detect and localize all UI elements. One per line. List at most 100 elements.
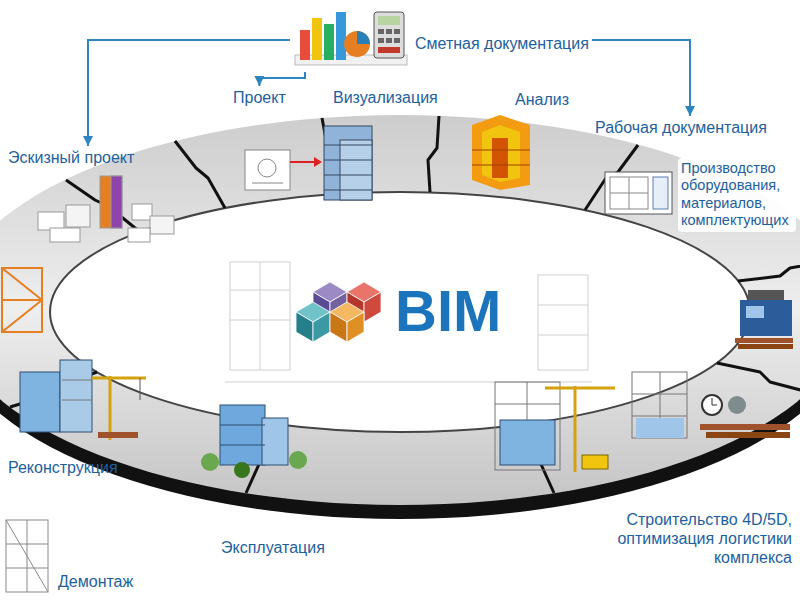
stage-label-text: Эскизный проект: [8, 148, 134, 167]
truss-bar: [2, 300, 42, 332]
frame-line: [6, 520, 48, 592]
clock-icon: [702, 395, 722, 415]
cube-face: [347, 312, 364, 342]
stage-label: Демонтаж: [55, 570, 136, 593]
massing-block: [128, 228, 150, 242]
floor-line: [324, 190, 372, 191]
chart-bar: [312, 18, 322, 60]
massing-block: [150, 216, 174, 234]
calculator-key: [394, 29, 400, 34]
massing-block: [66, 205, 90, 227]
plan-symbol: [258, 159, 276, 177]
stage-label: Строительство 4D/5D, оптимизация логисти…: [533, 508, 795, 570]
chart-bar: [324, 24, 334, 60]
stage-label: Производство оборудования, материалов, к…: [678, 158, 796, 232]
machine-part: [748, 290, 784, 300]
calculator-screen: [378, 16, 400, 25]
crane-boom: [92, 377, 146, 380]
ring-divider: [717, 363, 800, 392]
ring-hole: [50, 192, 750, 432]
floor-line: [324, 145, 372, 146]
glass-panel: [636, 418, 684, 438]
truss-structure: [2, 268, 42, 332]
chart-bar: [336, 12, 346, 60]
building: [60, 360, 92, 432]
stage-label-text: Производство оборудования, материалов, к…: [681, 160, 793, 230]
stage-label: Эскизный проект: [5, 146, 137, 169]
clock-hand: [712, 398, 713, 405]
timber-plank: [98, 432, 138, 438]
floor-line: [220, 425, 265, 426]
frame-line: [632, 372, 687, 438]
massing-block: [38, 212, 64, 230]
ring-band: [0, 115, 800, 505]
stage-label: Рабочая документация: [592, 116, 770, 139]
truss-bar: [2, 299, 42, 301]
demolition-frame: [6, 520, 48, 592]
sketch-line: [538, 335, 588, 336]
stage-label-text: Проект: [233, 88, 286, 107]
bim-cubes: [296, 282, 381, 342]
truss-frame: [2, 268, 42, 332]
reconstruction-scene: [20, 360, 146, 440]
stage-label-text: Визуализация: [333, 88, 438, 107]
clock-hand: [712, 405, 717, 406]
stage-label-text: Строительство 4D/5D, оптимизация логисти…: [536, 510, 792, 568]
calculator-key: [386, 38, 392, 43]
building: [500, 420, 555, 465]
floor-line: [324, 175, 372, 176]
tower-building: [324, 126, 372, 200]
construction-scene: [495, 372, 790, 472]
calculator-key: [386, 29, 392, 34]
drawing-plan: [610, 177, 648, 209]
frame-line: [6, 520, 48, 592]
connector-arrow: [592, 40, 690, 116]
connector-arrow: [259, 72, 305, 86]
visualisation-building: [324, 126, 372, 200]
sketch-line: [230, 262, 290, 370]
tower-building: [340, 140, 372, 200]
plan-drawing: [245, 150, 290, 190]
truss-bar: [2, 268, 42, 300]
stage-label: Визуализация: [330, 86, 441, 109]
drawing-sheet: [605, 172, 672, 214]
floor-line: [324, 160, 372, 161]
stage-label-text: Демонтаж: [58, 572, 133, 591]
red-pointer-head: [314, 157, 322, 167]
excavator: [582, 455, 608, 469]
crane-boom: [545, 387, 615, 390]
ring-divider: [428, 116, 439, 192]
sketch-line: [260, 262, 261, 370]
stage-label-text: Реконструкция: [8, 458, 118, 477]
stage-label-text: Сметная документация: [415, 34, 589, 53]
crane-mast: [574, 386, 577, 472]
crane-mast: [109, 376, 112, 440]
coin-icon: [728, 396, 746, 414]
analysis-line: [472, 165, 530, 166]
massing-block: [50, 228, 80, 242]
scaffold: [62, 380, 92, 381]
calculator-key: [378, 29, 384, 34]
building-sketch: [225, 262, 592, 382]
pie-chart: [344, 31, 370, 57]
analysis-line: [472, 150, 530, 151]
timber-plank: [738, 344, 793, 349]
tree: [234, 462, 250, 478]
stage-label-text: Эксплуатация: [221, 538, 325, 557]
tower-model: [111, 176, 122, 228]
connector-arrow: [88, 40, 290, 146]
calculator-key: [378, 38, 384, 43]
drawing-table: [653, 177, 668, 209]
machine-window: [746, 306, 764, 318]
cube-face: [330, 312, 347, 342]
chart-bar: [300, 30, 310, 60]
analysis-model: [472, 115, 530, 190]
stage-label-text: Анализ: [515, 90, 569, 109]
stage-label: Эксплуатация: [218, 536, 328, 559]
cube-face: [313, 312, 330, 342]
bim-title: BIM: [395, 278, 501, 345]
building: [220, 405, 265, 465]
analysis-mesh: [492, 138, 508, 178]
estimate-icon: [295, 12, 407, 65]
